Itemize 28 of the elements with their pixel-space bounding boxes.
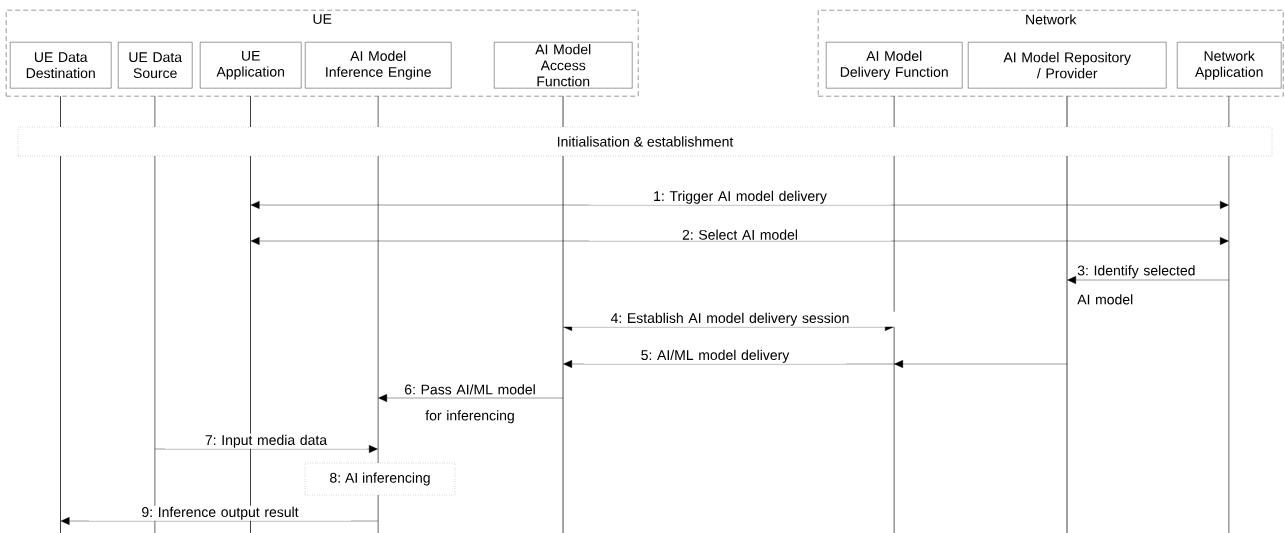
edge-label: 2: Select AI model [589,228,891,241]
phase-band: Initialisation & establishment [17,126,1273,157]
message-arrow [378,394,564,402]
edge-label: 9: Inference output result [89,505,351,521]
lifeline [562,96,564,533]
edge-label: 6: Pass AI/ML model for inferencing [404,384,535,424]
message-arrow [154,445,378,453]
participant-box: AI Model Repository / Provider [968,42,1167,89]
message-arrow [250,201,1229,209]
message-arrow [563,323,894,331]
edge-label: 3: Identify selected AI model [1077,265,1195,305]
message-arrow [563,360,1068,368]
message-arrow [60,517,379,525]
step-box: 8: AI inferencing [304,462,456,496]
participant-box: Network Application [1177,42,1282,89]
message-arrow [1067,276,1230,284]
participant-box: AI Model Access Function [494,42,633,89]
message-arrow [250,237,1229,245]
participant-box: AI Model Delivery Function [826,42,963,89]
participant-box: UE Data Source [118,42,193,89]
lifeline [60,96,61,533]
edge-label: 1: Trigger AI model delivery [589,189,891,205]
participant-box: AI Model Inference Engine [305,42,452,89]
participant-box: UE Data Destination [10,42,112,89]
edge-label: 7: Input media data [165,433,367,449]
participant-box: UE Application [200,42,302,89]
edge-label: 4: Establish AI model delivery session [564,311,896,327]
edge-label: 5: AI/ML model delivery [584,348,846,364]
